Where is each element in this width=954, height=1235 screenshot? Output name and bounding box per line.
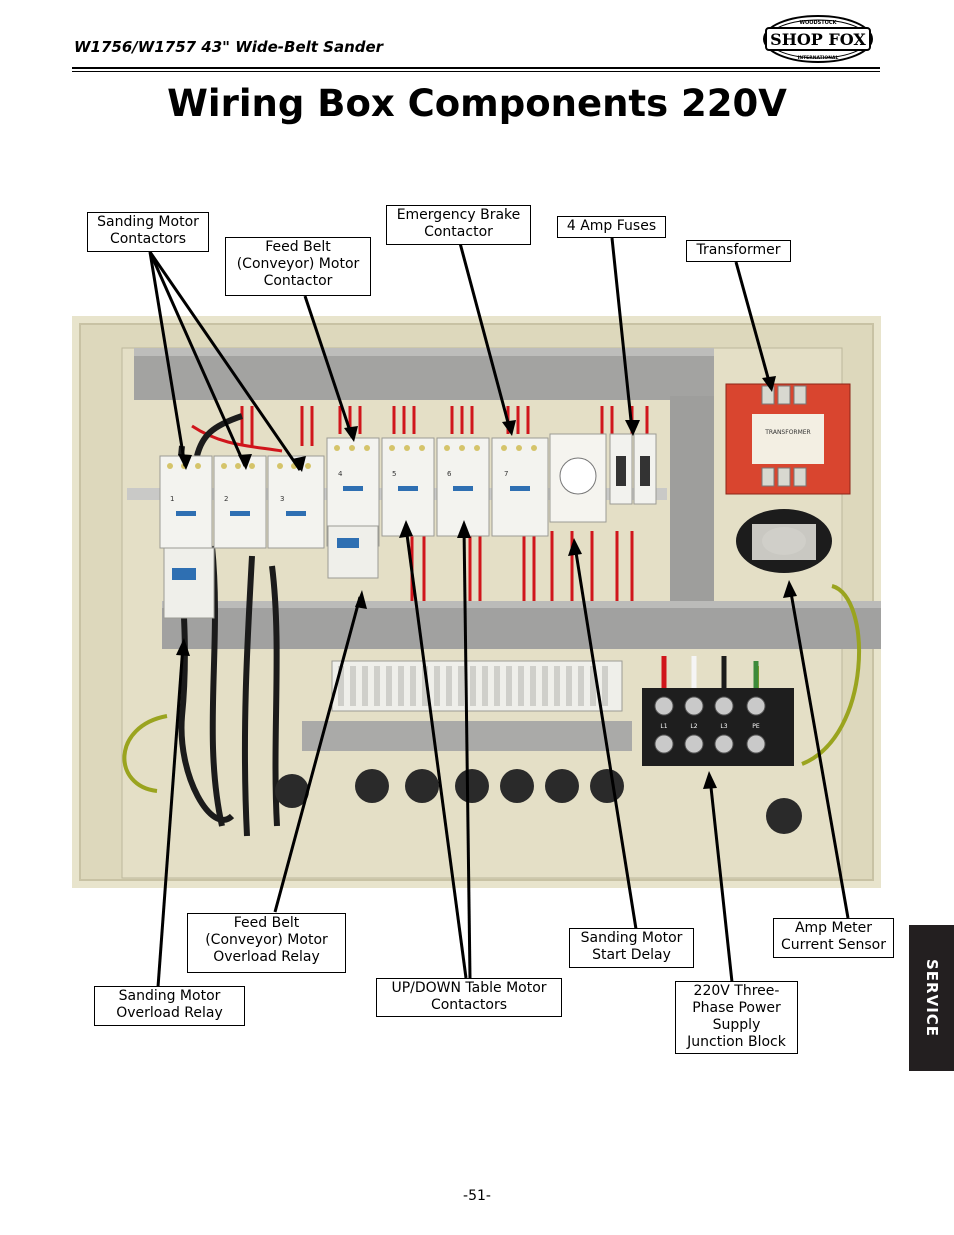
contactor-label-4: 4 <box>338 470 343 478</box>
sanding-contactor-2 <box>213 455 267 549</box>
vertical-wire-duct <box>670 396 714 606</box>
logo-bottom-text: INTERNATIONAL <box>798 55 839 61</box>
logo-brand-text: SHOP FOX <box>770 30 866 49</box>
callout-feed-belt-motor-contactor: Feed Belt (Conveyor) Motor Contactor <box>225 237 371 296</box>
callout-4-amp-fuses: 4 Amp Fuses <box>557 216 666 238</box>
callout-sanding-motor-start-delay: Sanding Motor Start Delay <box>569 928 694 968</box>
callout-feed-belt-overload-relay: Feed Belt (Conveyor) Motor Overload Rela… <box>187 913 346 973</box>
contactor-label-2: 2 <box>224 495 228 503</box>
contactor-label-6: 6 <box>447 470 452 478</box>
terminal-label-pe: PE <box>752 723 760 730</box>
callout-amp-meter-current-sensor: Amp Meter Current Sensor <box>773 918 894 958</box>
middle-wire-duct <box>162 601 881 649</box>
page-title: Wiring Box Components 220V <box>167 82 787 125</box>
wiring-box-photo: 1 2 3 4 5 6 7 TRANSFORMER <box>72 316 881 888</box>
terminal-label-l3: L3 <box>720 723 727 730</box>
logo-top-text: WOODSTOCK <box>800 20 838 26</box>
sanding-overload-relay <box>163 547 215 619</box>
header-rule-thin <box>72 71 880 72</box>
bottom-wire-duct <box>302 721 632 751</box>
contactor-label-5: 5 <box>392 470 396 478</box>
transformer-label: TRANSFORMER <box>764 429 810 436</box>
contactor-label-7: 7 <box>504 470 508 478</box>
callout-transformer: Transformer <box>686 240 791 262</box>
feed-overload-relay <box>327 525 379 579</box>
header-title: W1756/W1757 43" Wide-Belt Sander <box>74 38 384 56</box>
page-number: -51- <box>463 1188 491 1204</box>
shop-fox-logo: SHOP FOX WOODSTOCK INTERNATIONAL <box>763 15 873 63</box>
callout-power-supply-junction-block: 220V Three- Phase Power Supply Junction … <box>675 981 798 1054</box>
callout-emergency-brake-contactor: Emergency Brake Contactor <box>386 205 531 245</box>
header-rule <box>72 67 880 69</box>
terminal-label-l2: L2 <box>690 723 697 730</box>
terminal-label-l1: L1 <box>660 723 667 730</box>
callout-sanding-motor-contactors: Sanding Motor Contactors <box>87 212 209 252</box>
contactor-label-1: 1 <box>170 495 174 503</box>
contactor-label-3: 3 <box>280 495 284 503</box>
sanding-contactor-1 <box>159 455 213 549</box>
sanding-contactor-3 <box>267 455 325 549</box>
section-tab-background <box>909 925 954 1071</box>
callout-sanding-motor-overload-relay: Sanding Motor Overload Relay <box>94 986 245 1026</box>
callout-up-down-table-motor-contactors: UP/DOWN Table Motor Contactors <box>376 978 562 1017</box>
section-tab-service[interactable]: SERVICE <box>923 958 941 1038</box>
